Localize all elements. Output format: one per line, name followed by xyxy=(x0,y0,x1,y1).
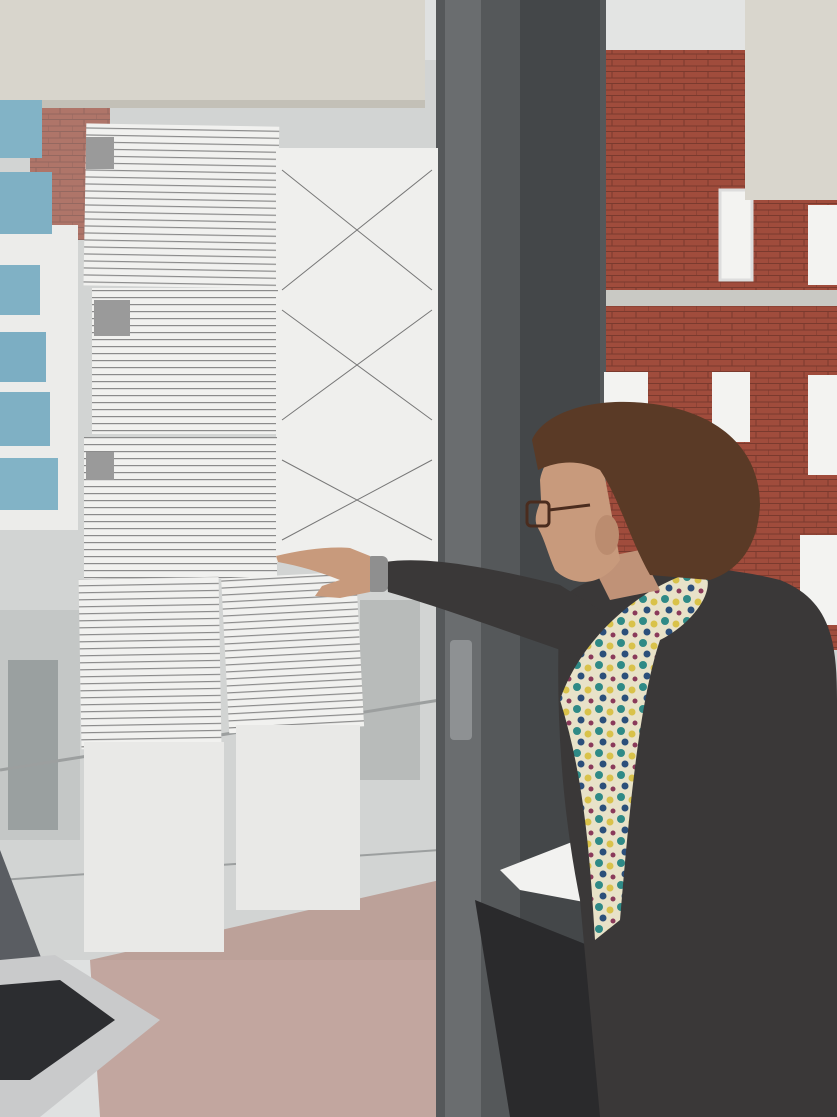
roller-blind-left xyxy=(0,0,425,108)
glasses xyxy=(525,500,551,528)
window-handle xyxy=(450,640,472,740)
brick-ledge xyxy=(90,880,440,1117)
person xyxy=(276,401,837,1117)
pointing-arm xyxy=(385,560,600,660)
hair xyxy=(532,401,760,580)
scarf xyxy=(560,570,708,940)
sticky-notes xyxy=(0,100,78,530)
persona-sheets xyxy=(78,123,438,952)
office-chair xyxy=(475,900,610,1117)
roller-blind-right xyxy=(745,0,837,200)
watch xyxy=(366,556,388,592)
pointing-hand xyxy=(276,547,370,598)
laptop xyxy=(0,850,160,1117)
